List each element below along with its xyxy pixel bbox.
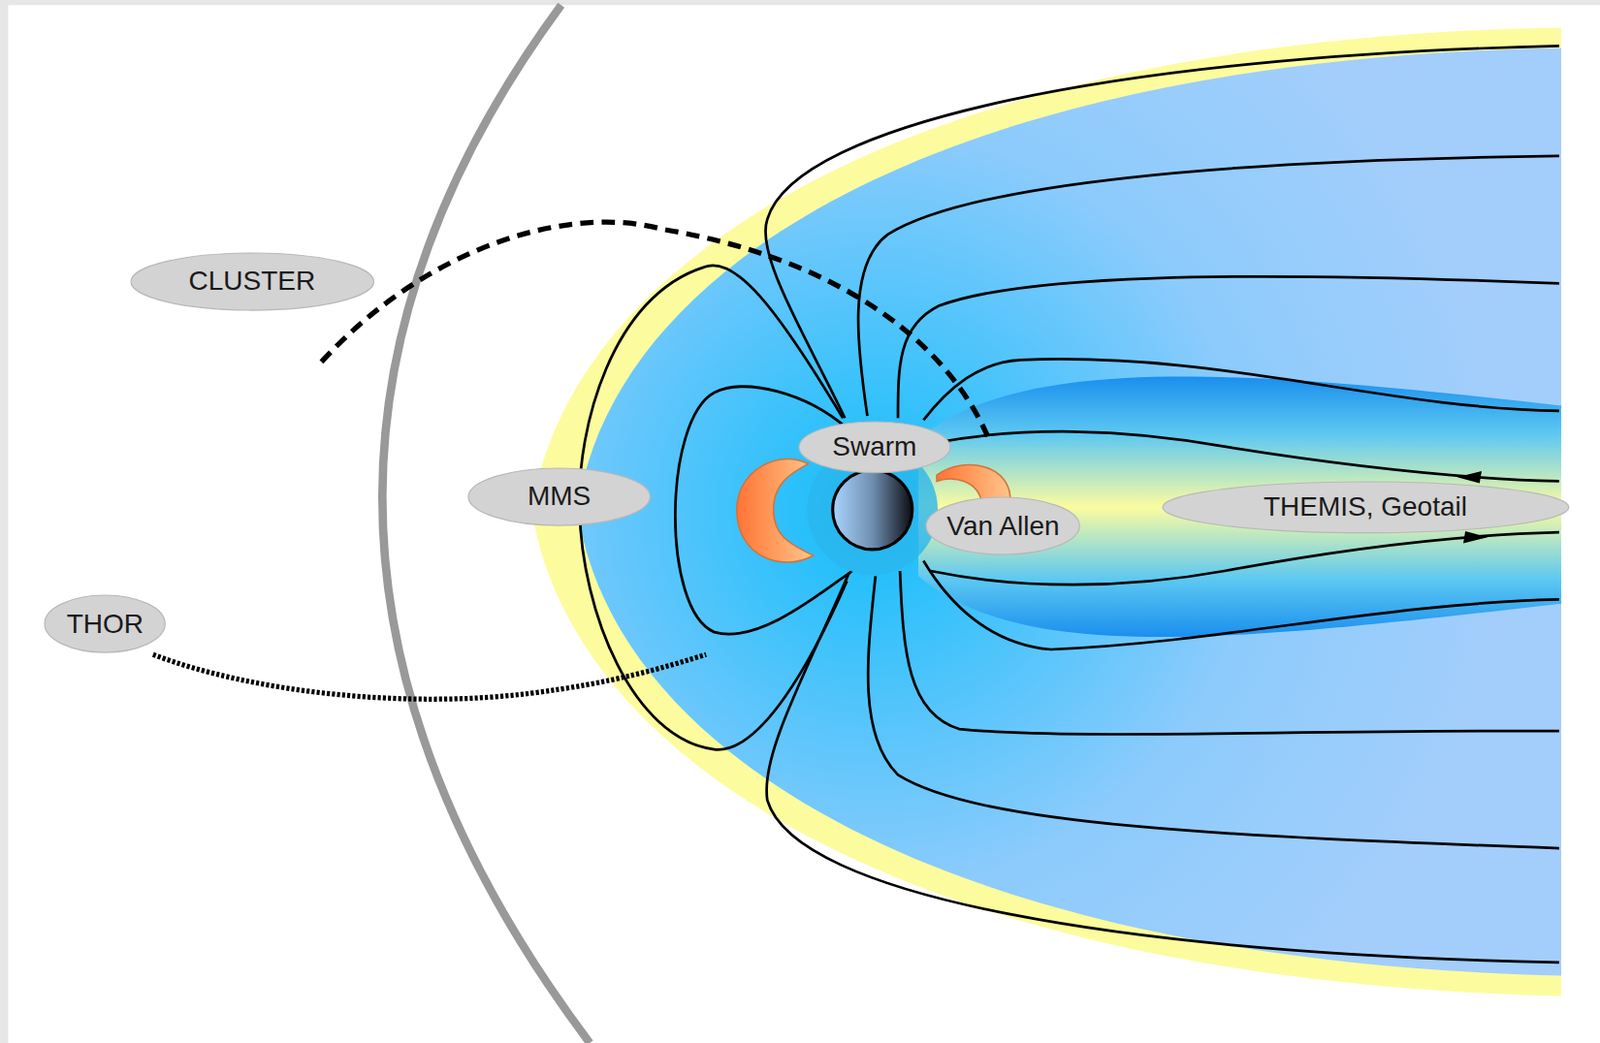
- field-line: [858, 156, 1560, 416]
- satellite-label: CLUSTER: [129, 252, 376, 312]
- satellite-label: Swarm: [798, 420, 952, 475]
- field-line: [923, 560, 1560, 650]
- field-line: [899, 571, 1560, 736]
- mission-name: THEMIS, Geotail: [1263, 493, 1468, 521]
- field-line: [897, 276, 1560, 418]
- cluster-orbit: [320, 222, 988, 437]
- radiation-belt: [936, 464, 1011, 502]
- page-ground: [7, 4, 1600, 1043]
- field-line: [767, 573, 1560, 963]
- field-line: [930, 431, 1560, 481]
- satellite-label: THOR: [43, 594, 166, 654]
- satellite-label: Van Allen: [925, 496, 1081, 556]
- label-ellipse-shape: [1162, 481, 1569, 534]
- field-line: [765, 45, 1559, 418]
- satellite-label: THEMIS, Geotail: [1161, 480, 1570, 535]
- mission-name: CLUSTER: [189, 267, 317, 295]
- earth: [832, 470, 913, 550]
- label-ellipse-shape: [468, 468, 650, 526]
- label-ellipse-shape: [130, 253, 375, 311]
- label-ellipse-shape: [44, 595, 165, 653]
- radiation-belt: [736, 459, 814, 563]
- mission-name: MMS: [527, 482, 591, 511]
- field-line: [867, 576, 1560, 849]
- field-arrow: [1457, 471, 1482, 484]
- magnetopause: [531, 27, 1562, 996]
- mission-name: Van Allen: [946, 512, 1059, 541]
- field-line: [923, 358, 1560, 420]
- satellite-label: MMS: [467, 467, 651, 527]
- label-ellipse-shape: [926, 497, 1080, 555]
- magnetosphere: [577, 47, 1562, 976]
- label-ellipse-shape: [799, 421, 951, 474]
- thor-orbit: [153, 654, 706, 700]
- field-arrow: [1463, 531, 1488, 544]
- field-lines: [579, 45, 1560, 963]
- mission-name: THOR: [66, 610, 144, 639]
- mission-name: Swarm: [832, 433, 917, 461]
